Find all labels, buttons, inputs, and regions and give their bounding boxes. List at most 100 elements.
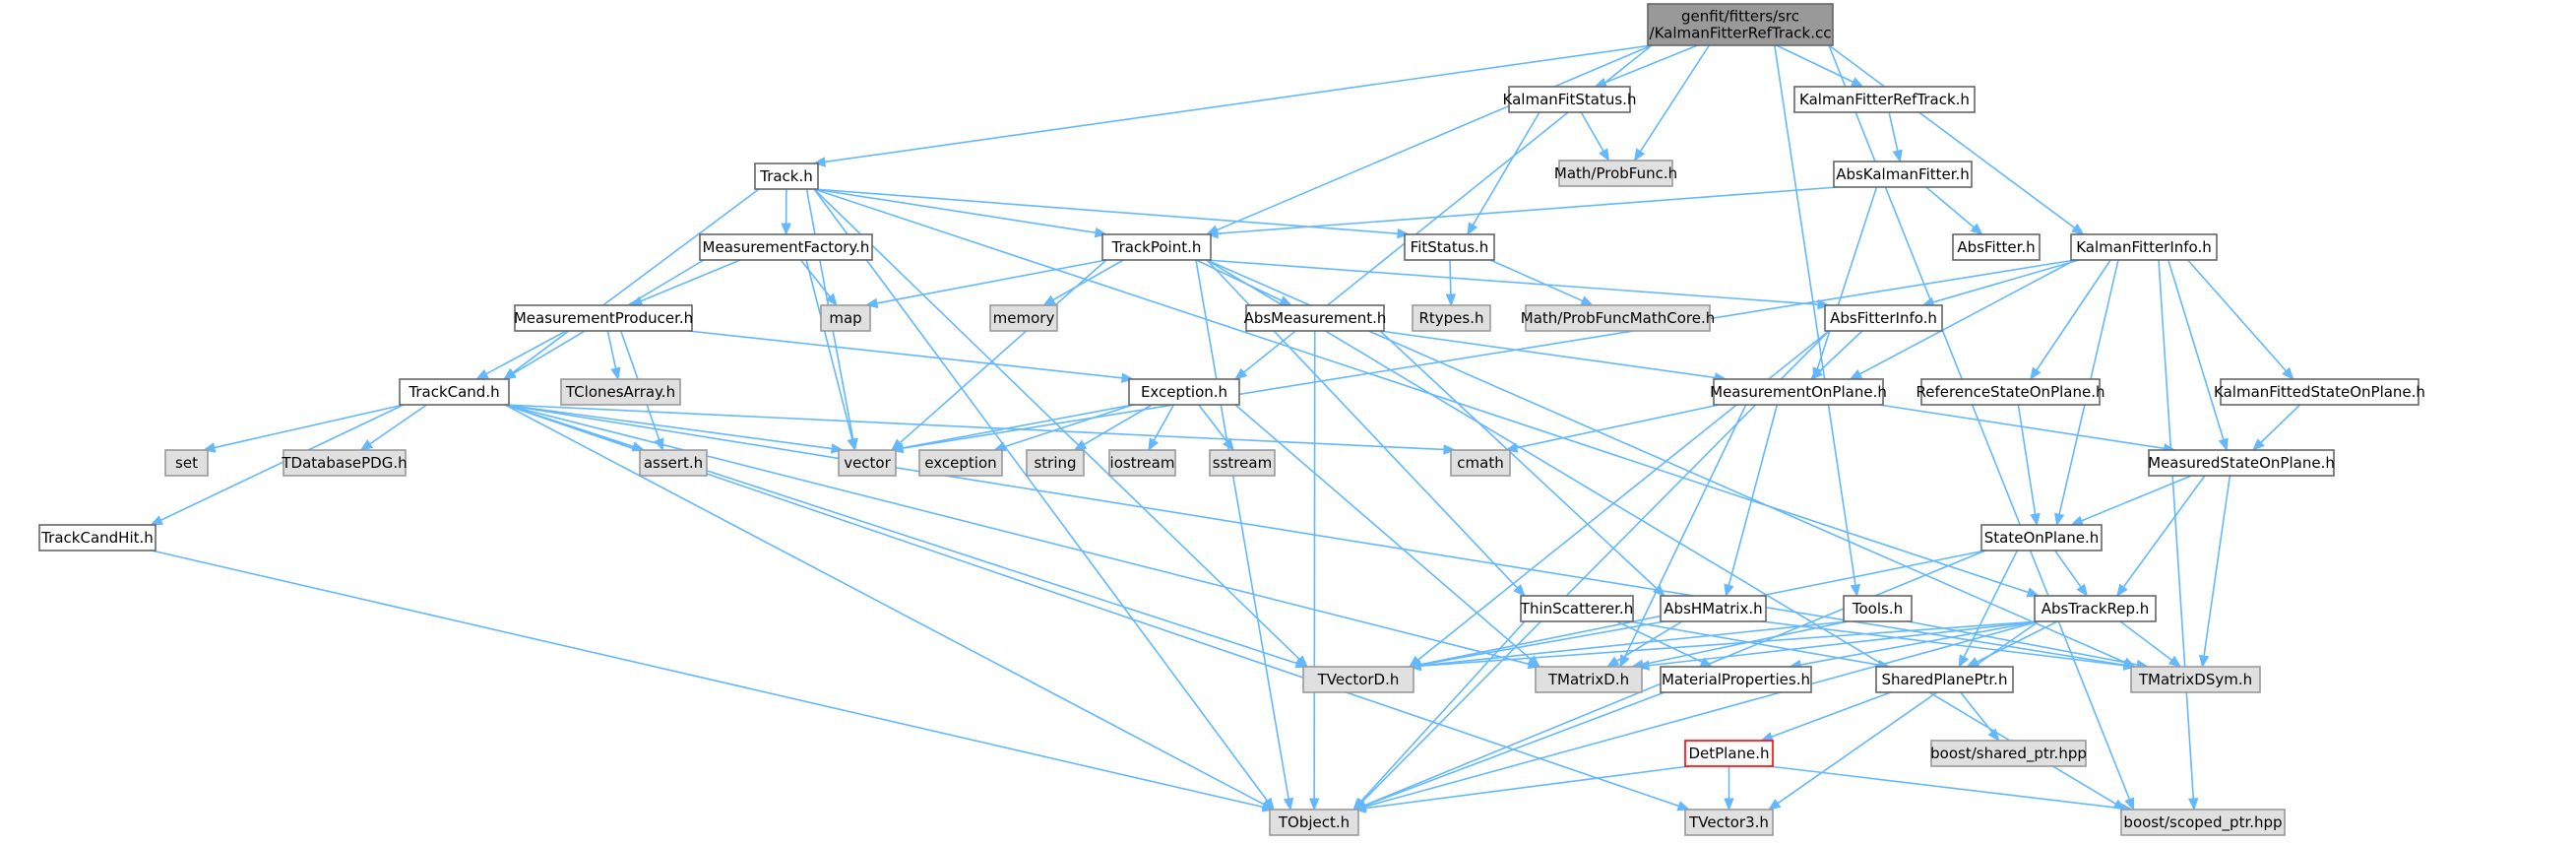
node-label: AbsHMatrix.h <box>1664 600 1762 617</box>
node-abskalman[interactable]: AbsKalmanFitter.h <box>1833 161 1973 188</box>
node-box <box>1833 161 1973 188</box>
node-map: map <box>820 304 871 332</box>
node-label: MeasurementProducer.h <box>514 309 693 327</box>
node-absfitterinfo[interactable]: AbsFitterInfo.h <box>1824 304 1943 332</box>
node-box <box>2070 233 2218 261</box>
edge-absmeas-to-measonplane <box>1379 330 1728 383</box>
edge-thinscatterer-to-tobject <box>1352 620 1526 811</box>
node-box <box>699 233 873 261</box>
node-materialprops[interactable]: MaterialProperties.h <box>1660 666 1812 693</box>
node-measproducer[interactable]: MeasurementProducer.h <box>514 304 693 332</box>
edges-layer <box>150 44 2301 813</box>
node-absmeas[interactable]: AbsMeasurement.h <box>1244 304 1387 332</box>
edge-line <box>805 259 853 440</box>
edge-kfinfo-to-refstate <box>2030 259 2111 381</box>
node-trackpoint[interactable]: TrackPoint.h <box>1101 233 1212 261</box>
node-exception[interactable]: Exception.h <box>1128 378 1240 406</box>
node-box <box>283 449 407 477</box>
edge-line <box>2017 404 2037 515</box>
edge-line <box>504 404 833 450</box>
edge-detplane-to-tobject <box>1352 765 1690 813</box>
node-memory: memory <box>989 304 1058 332</box>
node-label: FitStatus.h <box>1411 238 1489 256</box>
node-detplane[interactable]: DetPlane.h <box>1684 740 1774 767</box>
node-sharedplane[interactable]: SharedPlanePtr.h <box>1875 666 2014 693</box>
node-tools[interactable]: Tools.h <box>1843 595 1913 622</box>
edge-line <box>1364 765 1690 810</box>
edge-line <box>813 188 2029 594</box>
edge-line <box>2081 475 2192 522</box>
edge-arrowhead <box>1513 584 1526 597</box>
edge-measproducer-to-trackcand <box>475 330 567 380</box>
node-label: AbsFitter.h <box>1957 238 2035 256</box>
node-kfreftrack[interactable]: KalmanFitterRefTrack.h <box>1793 86 1976 113</box>
node-box <box>1404 233 1495 261</box>
edge-root-to-kfreftrack <box>1776 44 1864 88</box>
node-trackcandhit[interactable]: TrackCandHit.h <box>38 524 157 552</box>
edge-line <box>369 404 428 445</box>
node-measstate[interactable]: MeasuredStateOnPlane.h <box>2148 449 2335 477</box>
edge-arrowhead <box>2030 366 2042 381</box>
edge-line <box>1419 620 1849 667</box>
nodes-layer: genfit/fitters/src/KalmanFitterRefTrack.… <box>38 3 2425 836</box>
edge-line <box>504 404 1530 666</box>
node-label: KalmanFitStatus.h <box>1503 91 1637 108</box>
node-box <box>1647 3 1834 46</box>
node-box <box>989 304 1058 332</box>
edge-line <box>1234 404 1533 661</box>
edge-line <box>1379 330 1658 590</box>
edge-sharedplane-to-boostshared <box>1960 691 2000 743</box>
edge-arrowhead <box>1850 77 1864 88</box>
node-thinscatterer[interactable]: ThinScatterer.h <box>1520 595 1634 622</box>
edge-trackcand-to-tvectord <box>504 404 1309 669</box>
node-track[interactable]: Track.h <box>754 162 819 190</box>
node-abstrackrep[interactable]: AbsTrackRep.h <box>2034 595 2157 622</box>
edge-trackpoint-to-absfitterinfo <box>1206 259 1831 310</box>
edge-measonplane-to-tmatrixd <box>1619 404 1747 669</box>
edge-arrowhead <box>359 439 374 451</box>
node-fitstatus[interactable]: FitStatus.h <box>1404 233 1495 261</box>
node-kfinfo[interactable]: KalmanFitterInfo.h <box>2070 233 2218 261</box>
edge-line <box>1313 330 1316 800</box>
edge-exception-to-string <box>1073 404 1153 451</box>
node-label: Math/ProbFuncMathCore.h <box>1521 309 1715 327</box>
edge-line <box>813 188 1269 802</box>
node-box <box>1302 666 1414 693</box>
node-stateonplane[interactable]: StateOnPlane.h <box>1980 524 2103 552</box>
edge-line <box>2260 404 2301 443</box>
node-box <box>1450 449 1511 477</box>
node-absfitter[interactable]: AbsFitter.h <box>1952 233 2041 261</box>
node-box <box>1824 304 1943 332</box>
node-abshmatrix[interactable]: AbsHMatrix.h <box>1660 595 1767 622</box>
edge-line <box>504 404 1445 451</box>
edge-abstrackrep-to-tmatrixd <box>1636 620 2040 671</box>
node-set: set <box>164 449 209 477</box>
edge-trackcand-to-tmatrixdsym <box>504 404 2137 671</box>
node-measfactory[interactable]: MeasurementFactory.h <box>699 233 873 261</box>
edge-abskalman-to-measonplane <box>1812 186 1878 381</box>
node-refstate[interactable]: ReferenceStateOnPlane.h <box>1916 378 2105 406</box>
edge-line <box>1198 404 1228 442</box>
node-kffitted[interactable]: KalmanFittedStateOnPlane.h <box>2214 378 2425 406</box>
edge-abstrackrep-to-tvectord <box>1408 620 2040 672</box>
edge-materialprops-to-tobject <box>1352 691 1665 811</box>
edge-trackcand-to-tmatrixd <box>504 404 1541 670</box>
node-label: sstream <box>1213 454 1272 472</box>
node-box <box>1101 233 1212 261</box>
edge-arrowhead <box>1810 367 1823 380</box>
edge-line <box>2203 475 2231 657</box>
node-measonplane[interactable]: MeasurementOnPlane.h <box>1710 378 1887 406</box>
edge-arrowhead <box>1760 732 1774 742</box>
node-box <box>1875 666 2014 693</box>
node-label: Tools.h <box>1852 600 1903 617</box>
node-trackcand[interactable]: TrackCand.h <box>399 378 510 406</box>
edge-arrowhead <box>2115 583 2128 598</box>
edge-line <box>1925 186 1975 228</box>
edge-abstrackrep-to-tmatrixdsym <box>2119 620 2182 668</box>
node-kfstatus[interactable]: KalmanFitStatus.h <box>1503 86 1637 113</box>
node-label: TClonesArray.h <box>565 383 675 401</box>
edge-line <box>151 550 1264 809</box>
edge-line <box>1932 259 2080 303</box>
node-rtypes: Rtypes.h <box>1412 304 1491 332</box>
edge-line <box>1153 404 1175 441</box>
